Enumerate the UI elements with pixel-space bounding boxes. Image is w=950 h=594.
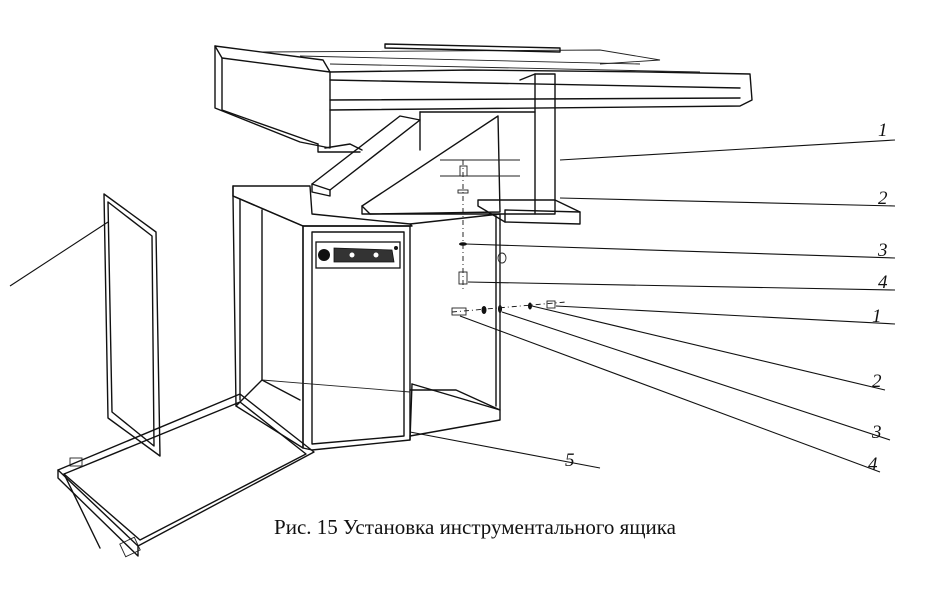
gasket-frame xyxy=(9,193,161,457)
callout-4-upper: 4 xyxy=(878,272,888,293)
callout-2-lower: 2 xyxy=(872,371,882,392)
cross-member-bracket xyxy=(311,73,581,225)
callout-4-lower: 4 xyxy=(868,454,878,475)
callout-5: 5 xyxy=(565,450,575,471)
figure-caption: Рис. 15 Установка инструментального ящик… xyxy=(274,515,676,539)
callout-1-lower: 1 xyxy=(872,306,882,327)
leader-lines xyxy=(409,139,896,473)
callout-1-upper: 1 xyxy=(878,120,888,141)
tool-box-body xyxy=(232,185,501,451)
fasteners xyxy=(451,160,567,330)
callout-2-upper: 2 xyxy=(878,188,888,209)
frame-rails xyxy=(214,43,753,153)
lock-icon xyxy=(315,241,401,269)
callout-3-upper: 3 xyxy=(877,240,888,261)
callout-3-lower: 3 xyxy=(871,422,882,443)
callout-labels: 1 2 3 4 1 2 3 4 5 xyxy=(565,120,888,475)
box-lid-open xyxy=(57,393,315,558)
